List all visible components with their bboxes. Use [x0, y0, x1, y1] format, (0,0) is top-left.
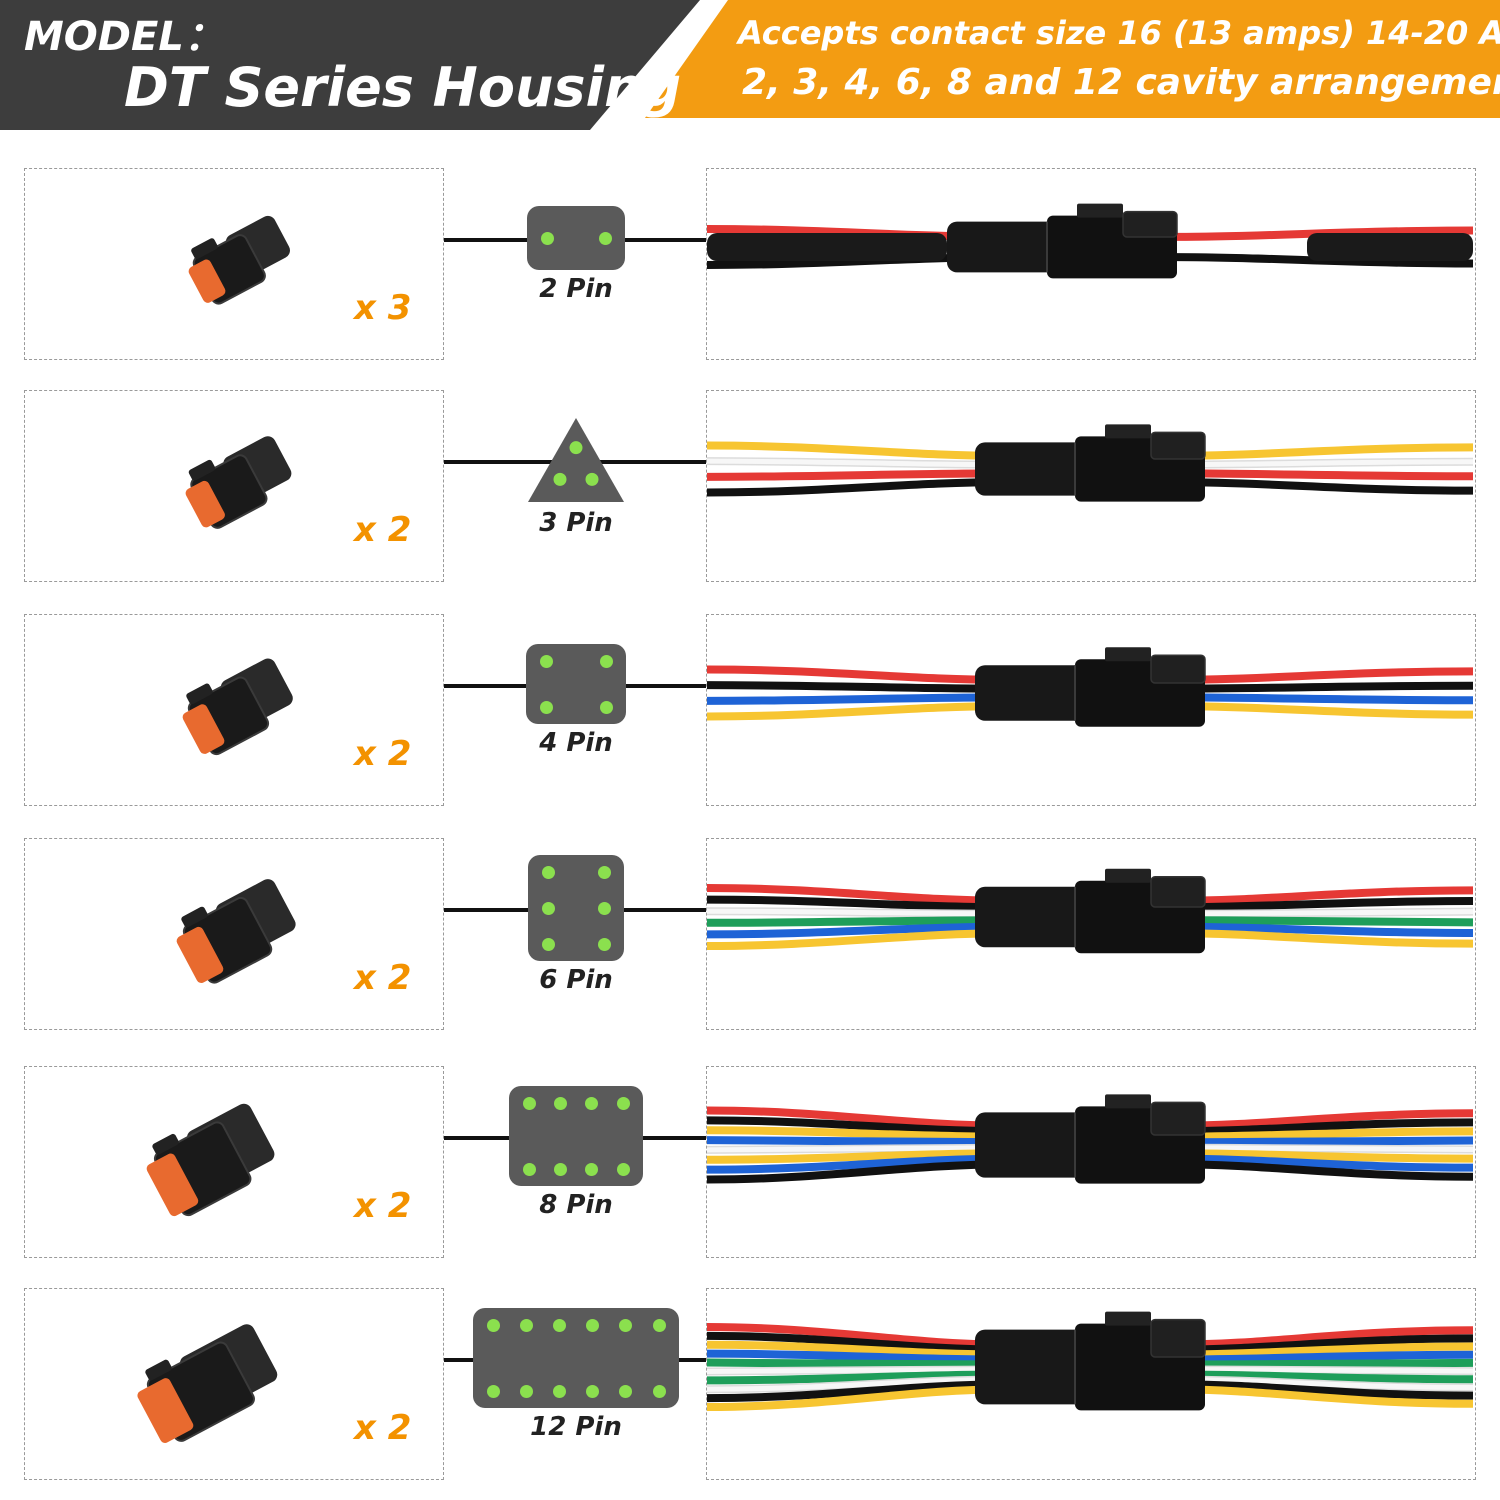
spec-line-2: 2, 3, 4, 6, 8 and 12 cavity arrangements	[742, 62, 1500, 103]
pin-count-label: 4 Pin	[539, 728, 613, 758]
wire-harness-photo	[706, 203, 1474, 279]
pin-dot	[522, 1162, 536, 1176]
connector-panel-left	[24, 838, 444, 1030]
model-banner-shape	[0, 0, 700, 130]
quantity-label: x 2	[354, 1408, 412, 1448]
quantity-label: x 3	[354, 288, 412, 328]
wire-harness-photo	[706, 424, 1474, 502]
pin-count-label: 3 Pin	[539, 508, 613, 538]
pin-dot	[519, 1384, 533, 1398]
pin-dot	[597, 937, 611, 951]
pin-dot	[541, 901, 555, 915]
pin-dot	[652, 1318, 666, 1332]
pin-count-label: 2 Pin	[539, 274, 613, 304]
pin-dot	[539, 700, 553, 714]
plug-housing	[975, 886, 1085, 948]
pin-dot	[486, 1318, 500, 1332]
wired-connector-panel	[706, 1288, 1476, 1480]
connector-4pin-icon	[182, 658, 293, 756]
pin-count-label: 6 Pin	[539, 965, 613, 995]
pin-dot	[585, 1162, 599, 1176]
pin-dot	[586, 1384, 600, 1398]
series-name: DT Series Housing	[124, 56, 682, 119]
wired-connector-panel	[706, 1066, 1476, 1258]
wired-connector-panel	[706, 390, 1476, 582]
pin-dot	[519, 1318, 533, 1332]
wired-connector-panel	[706, 168, 1476, 360]
quantity-label: x 2	[354, 510, 412, 550]
plug-housing	[975, 665, 1085, 721]
pin-dot	[486, 1384, 500, 1398]
pin-layout-diagram	[526, 644, 626, 724]
wired-connector-panel	[706, 838, 1476, 1030]
plug-housing	[947, 221, 1057, 273]
connector-6pin-icon	[176, 879, 296, 984]
quantity-label: x 2	[354, 1186, 412, 1226]
pin-layout-diagram	[509, 1086, 643, 1186]
pin-layout-diagram	[528, 418, 624, 502]
connector-2pin-icon	[188, 215, 290, 305]
pin-dot	[539, 654, 553, 668]
connector-3pin-icon	[185, 436, 292, 529]
spec-banner-shape	[645, 0, 1500, 118]
pin-dot	[585, 472, 599, 486]
connector-8pin-icon	[146, 1103, 275, 1217]
pin-dot	[541, 937, 555, 951]
wire-harness-photo	[706, 1094, 1474, 1184]
model-label: MODEL：	[24, 14, 224, 60]
pin-dot	[599, 700, 613, 714]
pin-layout-diagram	[473, 1308, 679, 1408]
pin-dot	[597, 901, 611, 915]
pin-dot	[553, 1096, 567, 1110]
pin-dot	[522, 1096, 536, 1110]
pin-dot	[616, 1096, 630, 1110]
wire-harness-photo	[706, 647, 1474, 727]
connector-panel-left	[24, 390, 444, 582]
spec-line-1: Accepts contact size 16 (13 amps) 14-20 …	[738, 14, 1500, 52]
pin-dot	[652, 1384, 666, 1398]
pin-dot	[619, 1318, 633, 1332]
pin-dot	[597, 865, 611, 879]
pin-count-label: 12 Pin	[530, 1412, 622, 1442]
quantity-label: x 2	[354, 958, 412, 998]
plug-housing	[975, 1112, 1085, 1178]
connector-panel-left	[24, 614, 444, 806]
pin-layout-diagram	[527, 206, 625, 270]
pin-dot	[569, 441, 583, 455]
connector-panel-left	[24, 1288, 444, 1480]
pin-count-label: 8 Pin	[539, 1190, 613, 1220]
header-banner	[0, 0, 1500, 130]
wire-harness-photo	[706, 1311, 1474, 1411]
pin-dot	[552, 1318, 566, 1332]
pin-dot	[619, 1384, 633, 1398]
pin-layout-diagram	[528, 855, 624, 961]
wire-harness-photo	[706, 868, 1474, 954]
plug-housing	[975, 1329, 1085, 1405]
connector-panel-left	[24, 1066, 444, 1258]
pin-dot	[586, 1318, 600, 1332]
pin-dot	[599, 654, 613, 668]
pin-dot	[616, 1162, 630, 1176]
plug-housing	[975, 442, 1085, 496]
quantity-label: x 2	[354, 734, 412, 774]
pin-dot	[598, 231, 612, 245]
pin-dot	[541, 865, 555, 879]
pin-dot	[553, 472, 567, 486]
connector-12pin-icon	[137, 1324, 278, 1443]
connector-panel-left	[24, 168, 444, 360]
pin-dot	[540, 231, 554, 245]
pin-dot	[552, 1384, 566, 1398]
wired-connector-panel	[706, 614, 1476, 806]
pin-dot	[553, 1162, 567, 1176]
pin-dot	[585, 1096, 599, 1110]
